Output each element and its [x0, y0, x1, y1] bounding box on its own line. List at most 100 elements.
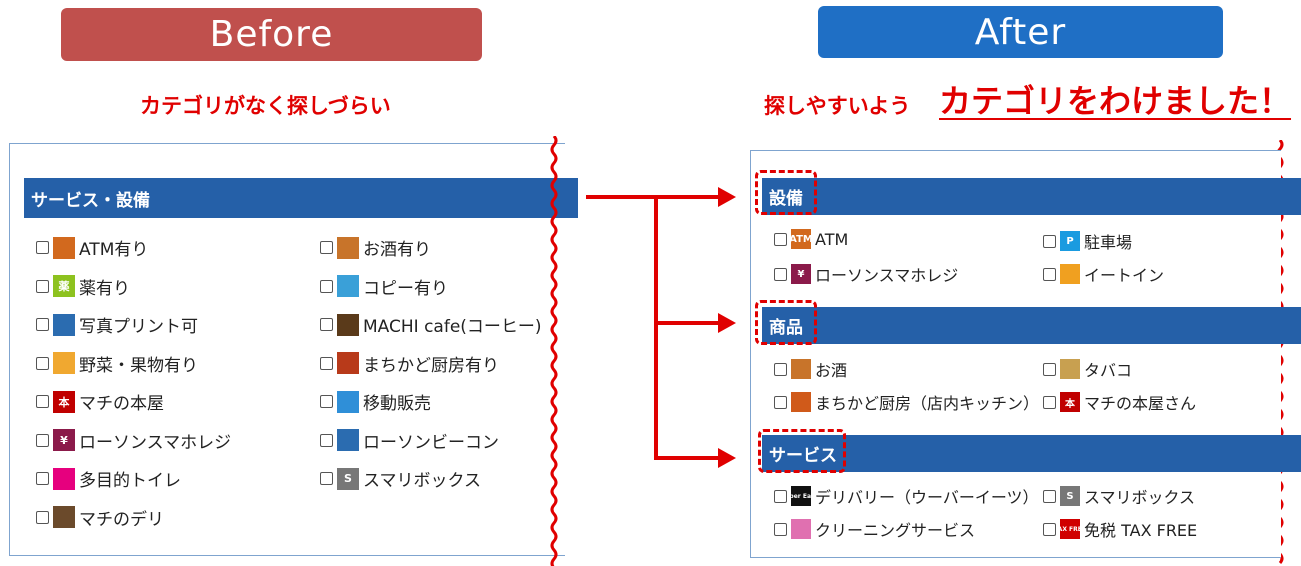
option-label: 駐車場	[1084, 233, 1133, 252]
checkbox-option[interactable]: ¥ローソンスマホレジ	[36, 428, 231, 453]
checkbox[interactable]	[36, 241, 49, 254]
smari-box-icon: S	[337, 467, 359, 490]
checkbox[interactable]	[774, 362, 787, 376]
after-caption-emphasis: カテゴリをわけました！	[939, 82, 1292, 120]
checkbox-option[interactable]: 移動販売	[320, 389, 431, 414]
checkbox[interactable]	[774, 522, 787, 536]
checkbox-option[interactable]: Uber Eatsデリバリー（ウーバーイーツ）	[774, 484, 1039, 508]
option-label: ATM有り	[79, 240, 149, 260]
highlight-services	[758, 429, 846, 473]
arrow-head-1	[718, 187, 736, 207]
checkbox[interactable]	[774, 232, 787, 246]
atm-icon: ATM	[791, 229, 811, 249]
checkbox[interactable]	[36, 433, 49, 447]
option-label: マチの本屋	[79, 394, 164, 414]
option-label: クリーニングサービス	[815, 521, 976, 540]
before-torn-edge	[550, 136, 558, 566]
checkbox-option[interactable]: クリーニングサービス	[774, 517, 975, 541]
checkbox[interactable]	[320, 433, 333, 447]
smartphone-register-icon: ¥	[53, 429, 75, 451]
option-label: 移動販売	[363, 394, 431, 414]
option-label: マチのデリ	[79, 509, 164, 530]
option-label: まちかど厨房（店内キッチン）	[815, 394, 1040, 413]
checkbox-option[interactable]: お酒有り	[320, 235, 431, 260]
after-panel	[750, 150, 1281, 558]
checkbox[interactable]	[1043, 362, 1056, 376]
checkbox-option[interactable]: 野菜・果物有り	[36, 351, 198, 376]
checkbox-option[interactable]: コピー有り	[320, 274, 448, 299]
checkbox-option[interactable]: タバコ	[1043, 357, 1132, 381]
checkbox-option[interactable]: マチのデリ	[36, 505, 164, 530]
checkbox[interactable]	[320, 241, 333, 254]
checkbox[interactable]	[1043, 234, 1056, 248]
checkbox[interactable]	[320, 356, 333, 370]
highlight-facilities	[755, 170, 817, 215]
deli-icon	[53, 506, 75, 528]
checkbox-option[interactable]: 薬薬有り	[36, 274, 130, 299]
option-label: 写真プリント可	[79, 317, 198, 337]
beacon-icon	[337, 429, 359, 451]
checkbox[interactable]	[36, 472, 49, 485]
option-label: コピー有り	[363, 278, 448, 299]
medicine-icon: 薬	[53, 275, 75, 297]
before-section-header: サービス・設備	[24, 178, 578, 218]
after-section-header-facilities: 設備	[762, 178, 1301, 215]
checkbox[interactable]	[774, 395, 787, 409]
checkbox-option[interactable]: まちかど厨房有り	[320, 351, 499, 376]
checkbox-option[interactable]: 写真プリント可	[36, 312, 198, 337]
checkbox[interactable]	[36, 318, 49, 331]
checkbox-option[interactable]: 多目的トイレ	[36, 466, 181, 491]
option-label: お酒	[815, 361, 848, 380]
checkbox[interactable]	[1043, 522, 1056, 536]
checkbox[interactable]	[1043, 489, 1056, 503]
photo-print-icon	[53, 313, 75, 336]
checkbox-option[interactable]: 本マチの本屋さん	[1043, 390, 1196, 414]
checkbox-option[interactable]: まちかど厨房（店内キッチン）	[774, 390, 1039, 414]
checkbox-option[interactable]: TAX FREE免税 TAX FREE	[1043, 517, 1197, 541]
checkbox-option[interactable]: 本マチの本屋	[36, 389, 164, 414]
checkbox[interactable]	[36, 395, 49, 408]
checkbox-option[interactable]: ATM有り	[36, 235, 148, 260]
option-label: 薬有り	[79, 278, 130, 299]
option-label: イートイン	[1084, 266, 1165, 285]
checkbox[interactable]	[1043, 267, 1056, 281]
checkbox[interactable]	[36, 510, 49, 524]
section-title-products: 商品	[769, 318, 803, 338]
liquor-icon	[791, 359, 811, 379]
checkbox[interactable]	[320, 472, 333, 485]
bookstore-icon: 本	[53, 390, 75, 413]
checkbox[interactable]	[320, 318, 333, 331]
section-title-services: サービス	[769, 446, 837, 466]
checkbox[interactable]	[36, 356, 49, 370]
before-badge: Before	[61, 8, 482, 61]
highlight-products	[755, 300, 817, 345]
option-label: お酒有り	[363, 240, 431, 260]
checkbox[interactable]	[320, 395, 333, 408]
uber-eats-icon: Uber Eats	[791, 486, 811, 506]
option-label: デリバリー（ウーバーイーツ）	[815, 488, 1039, 507]
option-label: スマリボックス	[363, 471, 481, 491]
option-label: 多目的トイレ	[79, 471, 181, 491]
checkbox-option[interactable]: イートイン	[1043, 262, 1164, 286]
checkbox-option[interactable]: MACHI cafe(コーヒー)	[320, 312, 542, 337]
checkbox-option[interactable]: お酒	[774, 357, 847, 381]
coffee-icon	[337, 313, 359, 336]
smari-box-icon: S	[1060, 486, 1080, 506]
checkbox-option[interactable]: ¥ローソンスマホレジ	[774, 262, 958, 286]
checkbox[interactable]	[36, 279, 49, 293]
checkbox-option[interactable]: ローソンビーコン	[320, 428, 499, 453]
checkbox[interactable]	[1043, 395, 1056, 409]
tobacco-icon	[1060, 359, 1080, 379]
eat-in-icon	[1060, 264, 1080, 284]
checkbox[interactable]	[320, 279, 333, 293]
checkbox[interactable]	[774, 267, 787, 281]
arrow-branch-2	[654, 321, 722, 325]
tax-free-icon: TAX FREE	[1060, 519, 1080, 539]
arrow-head-2	[718, 313, 736, 333]
after-section-header-products: 商品	[762, 307, 1301, 344]
checkbox[interactable]	[774, 489, 787, 503]
